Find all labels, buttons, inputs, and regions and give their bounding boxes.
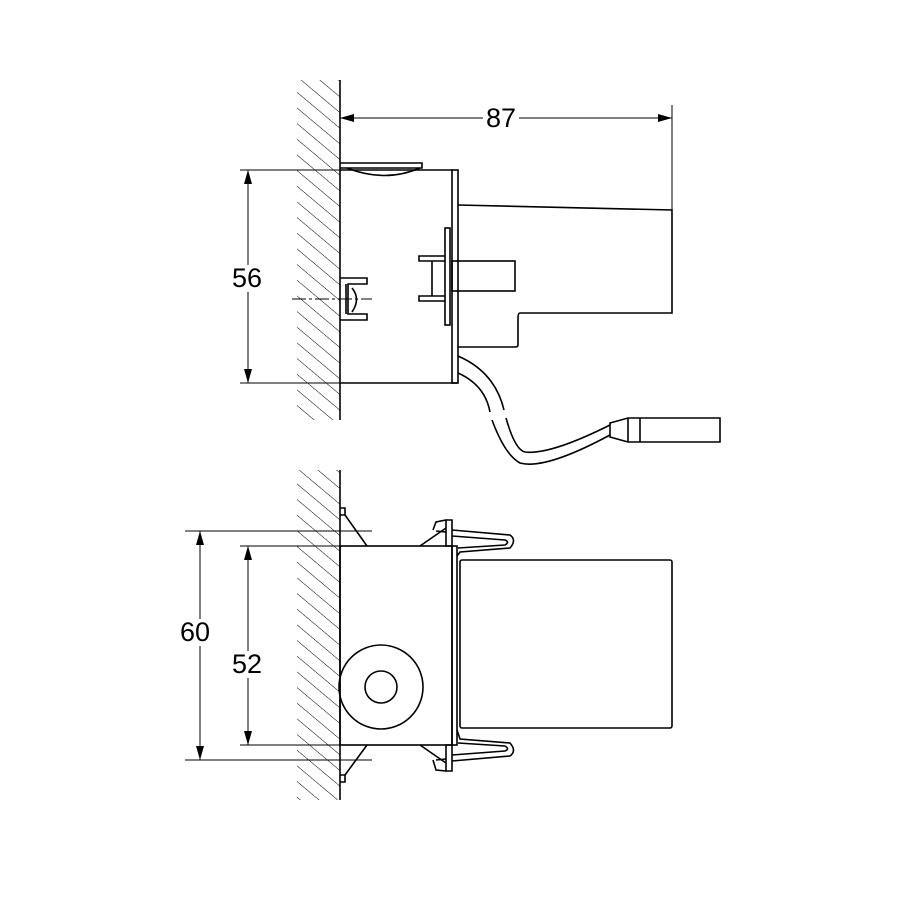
cable-upper	[457, 355, 505, 413]
side-view	[240, 80, 721, 465]
front-view	[185, 470, 673, 800]
dim-label-87: 87	[483, 105, 520, 132]
bottom-clip	[340, 729, 515, 783]
wall-hatch-top	[297, 80, 340, 420]
dim-label-56: 56	[229, 265, 266, 292]
dim-label-60: 60	[177, 619, 214, 646]
housing-box	[340, 169, 457, 384]
outlet-inner	[364, 670, 398, 704]
stem	[451, 260, 516, 292]
flange	[444, 227, 451, 326]
sensor-body-front	[459, 559, 673, 729]
cable-lower	[491, 417, 611, 465]
outlet-outer	[338, 644, 424, 730]
housing-front	[339, 545, 453, 746]
cable-connector	[609, 417, 721, 443]
top-clip	[340, 507, 515, 557]
dim-label-52: 52	[229, 651, 266, 678]
bracket	[418, 255, 445, 302]
sensor-body	[457, 204, 673, 348]
wall-hatch-bottom	[297, 470, 340, 800]
front-plate	[451, 169, 459, 384]
